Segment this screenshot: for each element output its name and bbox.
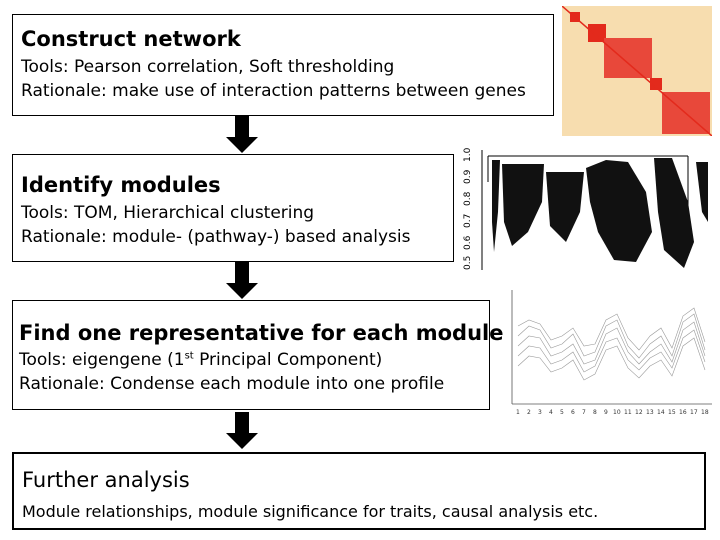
dendrogram-branches	[492, 158, 708, 268]
axis-tick-label: 9	[604, 409, 608, 416]
step-tools: Tools: TOM, Hierarchical clustering	[21, 203, 315, 223]
axis-tick-label: 0.7	[463, 214, 473, 228]
down-arrow-icon	[226, 262, 258, 299]
axis-tick-label: 1	[516, 409, 520, 416]
axis-tick-label: 10	[613, 409, 621, 416]
axis-tick-label: 3	[538, 409, 542, 416]
step-title: Construct network	[21, 27, 241, 51]
axis-tick-label: 12	[635, 409, 643, 416]
axis-tick-label: 18	[701, 409, 709, 416]
step-detail: Module relationships, module significanc…	[22, 502, 599, 521]
heatmap-block	[604, 38, 652, 78]
axis-tick-label: 15	[668, 409, 676, 416]
axis-tick-label: 6	[571, 409, 575, 416]
step-box-find-representative: Find one representative for each module …	[12, 300, 503, 410]
heatmap-block	[588, 24, 606, 42]
step-rationale: Rationale: make use of interaction patte…	[21, 81, 526, 101]
axis-tick-label: 8	[593, 409, 597, 416]
axis-tick-label: 2	[527, 409, 531, 416]
axis-tick-label: 14	[657, 409, 665, 416]
step-tools: Tools: eigengene (1st Principal Componen…	[19, 350, 382, 370]
step-tools: Tools: Pearson correlation, Soft thresho…	[21, 57, 395, 77]
tom-heatmap-image	[562, 6, 712, 136]
axis-tick-label: 7	[582, 409, 586, 416]
down-arrow-icon	[226, 412, 258, 449]
axis-tick-label: 4	[549, 409, 553, 416]
axis-tick-label: 0.6	[463, 235, 473, 250]
axis-tick-label: 0.9	[463, 169, 473, 184]
step-box-construct-network: Construct network Tools: Pearson correla…	[12, 14, 554, 116]
heatmap-block	[650, 78, 662, 90]
axis-tick-label: 11	[624, 409, 632, 416]
step-title: Further analysis	[22, 468, 190, 492]
axis-tick-label: 0.5	[463, 256, 473, 270]
profile-lines	[517, 307, 706, 381]
step-tools-sup: st	[184, 350, 194, 362]
axis-tick-label: 0.8	[463, 191, 473, 206]
step-tools-suffix: Principal Component)	[193, 350, 383, 370]
axis-tick-label: 5	[560, 409, 564, 416]
step-box-further-analysis: Further analysis Module relationships, m…	[12, 452, 706, 530]
down-arrow-icon	[226, 116, 258, 153]
step-rationale: Rationale: Condense each module into one…	[19, 374, 445, 394]
axis-tick-label: 1.0	[463, 147, 473, 162]
axis-tick-label: 16	[679, 409, 687, 416]
axis-tick-label: 13	[646, 409, 654, 416]
step-tools-prefix: Tools: eigengene (1	[19, 350, 185, 370]
dendrogram-image: 0.5 0.6 0.7 0.8 0.9 1.0	[463, 147, 708, 270]
step-rationale: Rationale: module- (pathway-) based anal…	[21, 227, 411, 247]
step-title: Identify modules	[21, 173, 221, 197]
step-box-identify-modules: Identify modules Tools: TOM, Hierarchica…	[12, 154, 454, 262]
eigengene-profile-image: 1 2 3 4 5 6 7 8 9 10 11 12 13 14 15 16 1…	[511, 290, 712, 416]
step-title: Find one representative for each module	[19, 321, 504, 345]
axis-tick-label: 17	[690, 409, 698, 416]
